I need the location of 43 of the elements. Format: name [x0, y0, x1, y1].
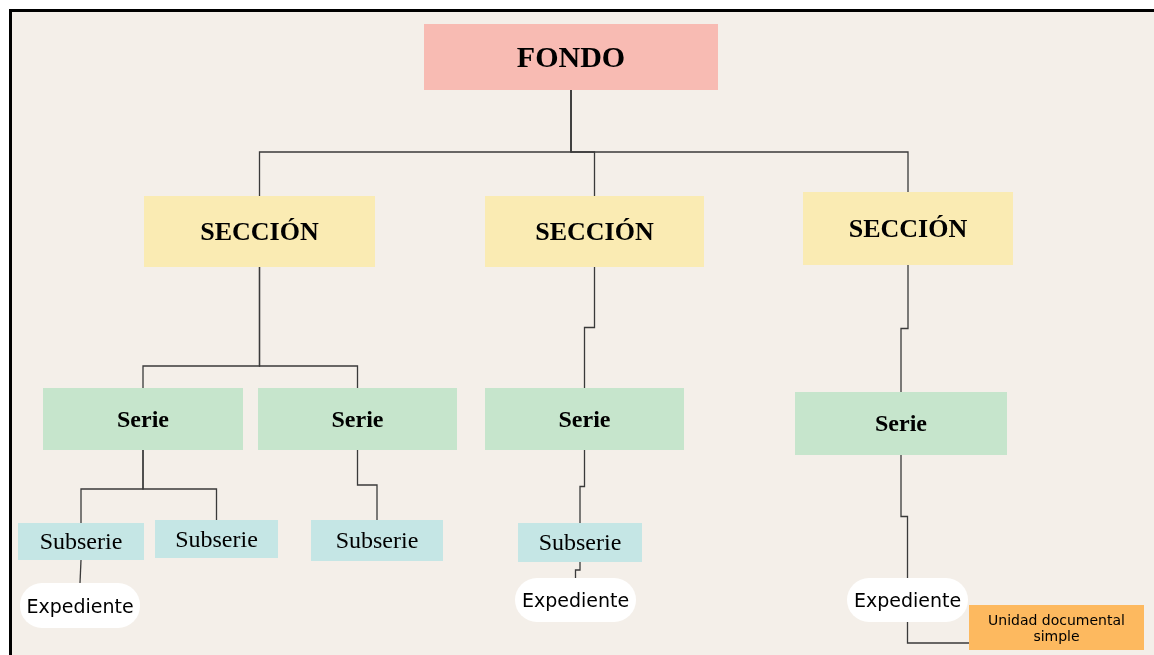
node-label: Expediente: [521, 589, 630, 611]
connector-line: [356, 449, 378, 521]
section-box: [485, 196, 704, 267]
connector-line: [570, 89, 909, 193]
file-pill: [20, 583, 140, 628]
node-label: Serie: [875, 410, 927, 437]
node-label: Unidad documental simple: [987, 611, 1126, 644]
node-label: SECCIÓN: [200, 216, 319, 247]
node-label: Subserie: [175, 525, 258, 553]
file-pill: [847, 578, 968, 622]
node-label: SECCIÓN: [848, 213, 968, 244]
connector-line: [142, 449, 218, 521]
node-label: Serie: [117, 405, 169, 433]
node-label: Subserie: [335, 527, 419, 554]
document-box: [969, 605, 1144, 650]
subseries-box: [155, 520, 278, 558]
node-label: Serie: [331, 405, 384, 433]
section-box: [144, 196, 375, 267]
connector-line: [79, 559, 82, 584]
node-label: Expediente: [853, 589, 962, 611]
root-box: [424, 24, 718, 90]
series-box: [485, 388, 684, 450]
node-label: Expediente: [26, 594, 134, 617]
connector-line: [900, 454, 909, 579]
connector-line: [906, 621, 970, 644]
section-box: [803, 192, 1013, 265]
subseries-box: [518, 523, 642, 562]
node-label: FONDO: [516, 40, 626, 74]
connector-line: [900, 264, 909, 393]
subseries-box: [18, 523, 144, 560]
connector-line: [258, 266, 359, 389]
file-pill: [515, 578, 636, 622]
series-box: [43, 388, 243, 450]
node-label: Serie: [558, 405, 611, 433]
node-label: Subserie: [538, 529, 622, 556]
series-box: [795, 392, 1007, 455]
series-box: [258, 388, 457, 450]
connector-line: [574, 561, 581, 579]
subseries-box: [311, 520, 443, 561]
node-label: SECCIÓN: [535, 216, 654, 247]
connector-line: [579, 449, 586, 524]
node-label: Subserie: [39, 528, 123, 555]
connector-line: [583, 266, 596, 389]
